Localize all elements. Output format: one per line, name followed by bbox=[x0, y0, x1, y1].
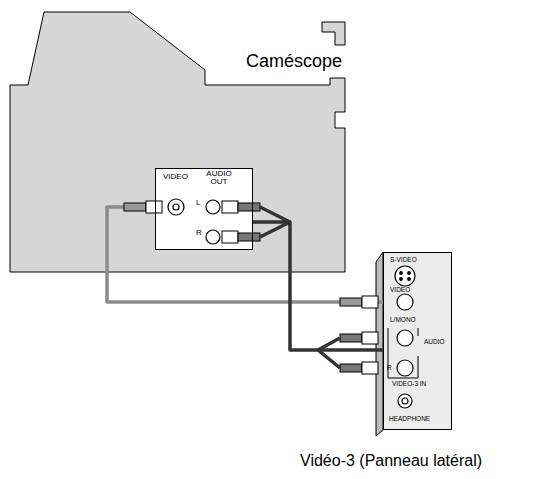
camcorder: CaméscopeVIDEO AUDIO OUT L R bbox=[0, 0, 360, 280]
audio-r-plug-head bbox=[222, 231, 238, 243]
audio-l-in-jack bbox=[397, 330, 413, 346]
audio-r-plug bbox=[238, 233, 260, 241]
jack-label: L bbox=[196, 199, 200, 207]
audio-branch bbox=[318, 338, 340, 350]
jack-label: R bbox=[387, 365, 392, 372]
video-jack bbox=[168, 199, 184, 215]
audio-l-jack bbox=[206, 200, 220, 214]
cable bbox=[107, 207, 383, 302]
audio-l-plug bbox=[238, 203, 260, 211]
caption: Vidéo-3 (Panneau latéral) bbox=[300, 452, 482, 470]
audio-l-plug-2 bbox=[340, 334, 362, 342]
video-plug-head bbox=[146, 201, 162, 213]
camcorder-grip bbox=[322, 22, 345, 45]
jack-label: VIDEO-3 IN bbox=[392, 381, 426, 388]
headphone-jack-core bbox=[402, 398, 408, 404]
camcorder-body bbox=[10, 12, 345, 272]
jack-label: Caméscope bbox=[246, 52, 342, 71]
video-plug-2 bbox=[340, 298, 362, 306]
headphone-jack bbox=[398, 394, 412, 408]
audio-bracket bbox=[388, 328, 418, 378]
s-video-pin bbox=[408, 278, 411, 281]
video-plug-2-head bbox=[362, 296, 378, 308]
audio-r-plug-2 bbox=[340, 364, 362, 372]
cable-branches bbox=[260, 207, 340, 368]
audio-branch bbox=[260, 222, 290, 237]
jack-label: VIDEO bbox=[163, 173, 188, 181]
s-video-jack bbox=[395, 266, 415, 286]
jack-label: AUDIO OUT bbox=[204, 170, 234, 187]
plugs bbox=[124, 201, 378, 374]
audio-r-plug-2-head bbox=[362, 362, 378, 374]
side-panel-fill bbox=[383, 252, 452, 430]
audio-l-plug-2-head bbox=[362, 332, 378, 344]
video-plug bbox=[124, 203, 146, 211]
audio-l-plug-head bbox=[222, 201, 238, 213]
audio-branch bbox=[260, 207, 290, 222]
s-video-pin bbox=[400, 272, 403, 275]
jack-label: S-VIDEO bbox=[390, 257, 417, 264]
video-jack-core bbox=[173, 204, 179, 210]
audio-r-in-jack bbox=[397, 360, 413, 376]
jack-label: R bbox=[196, 229, 202, 237]
video-in-jack bbox=[397, 294, 413, 310]
jack-label: VIDEO bbox=[390, 287, 410, 294]
s-video-pin bbox=[400, 278, 403, 281]
side-input-panel: S-VIDEO VIDEO L/MONO AUDIO R VIDEO-3 IN HEADPH… bbox=[383, 252, 452, 430]
audio-r-jack bbox=[206, 230, 220, 244]
output-jack-panel: VIDEO AUDIO OUT L R bbox=[155, 168, 253, 250]
jack-label: L/MONO bbox=[390, 317, 416, 324]
jack-label: AUDIO bbox=[424, 339, 445, 346]
s-video-pin bbox=[408, 272, 411, 275]
cable bbox=[253, 222, 383, 350]
audio-branch bbox=[318, 350, 340, 368]
jack-label: HEADPHONE bbox=[389, 416, 430, 423]
